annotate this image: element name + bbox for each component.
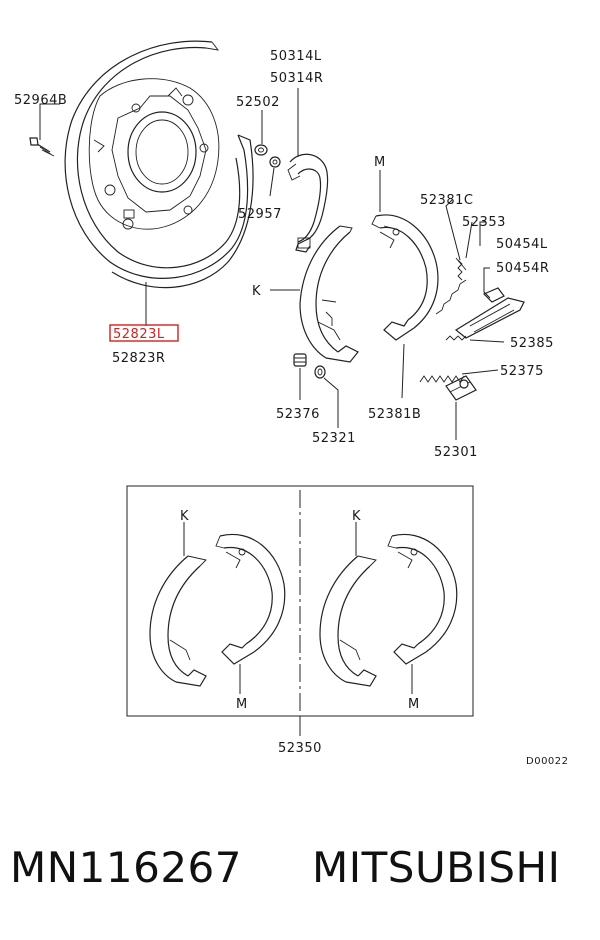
kit-shoe-K-right [319, 555, 377, 687]
label-52823L: 52823L [113, 327, 165, 342]
shoe-M-drawing [371, 214, 439, 341]
spring-52385 [445, 335, 467, 341]
label-52353: 52353 [462, 215, 506, 230]
label-M-kit-right: M [408, 697, 420, 712]
label-52964B: 52964B [14, 93, 67, 108]
pin-52376 [293, 353, 307, 367]
brand-name: MITSUBISHI [312, 843, 561, 892]
parking-lever-drawing [287, 153, 329, 253]
kit-shoe-M-right [387, 533, 458, 665]
highlight-box [109, 324, 179, 342]
part-number: MN116267 [10, 843, 242, 892]
spring-52381C [455, 257, 467, 281]
leader-lines [39, 88, 505, 440]
spring-52375 [419, 375, 465, 383]
backing-plate-drawing [64, 40, 254, 289]
adjuster-50454 [454, 287, 525, 339]
shoe-kit-box [126, 485, 474, 736]
label-K-kit-right: K [352, 509, 361, 524]
cup-52321 [314, 365, 326, 379]
label-52376: 52376 [276, 407, 320, 422]
label-52385: 52385 [510, 336, 554, 351]
label-50314R: 50314R [270, 71, 323, 86]
label-K-kit-left: K [180, 509, 189, 524]
label-50454L: 50454L [496, 237, 548, 252]
strut-52301 [445, 375, 477, 401]
brake-parts-diagram: 52964B 50314L 50314R 52502 52957 52823L … [14, 40, 569, 767]
bolt-52964B [29, 137, 55, 157]
label-52823R: 52823R [112, 351, 165, 366]
label-52381C: 52381C [420, 193, 473, 208]
washer-52502 [254, 144, 268, 156]
product-footer: MN116267 MITSUBISHI [0, 838, 600, 898]
kit-shoe-K-left [149, 555, 207, 687]
label-52502: 52502 [236, 95, 280, 110]
label-52350: 52350 [278, 741, 322, 756]
shoe-K-drawing [299, 225, 359, 363]
label-50314L: 50314L [270, 49, 322, 64]
spring-52381B [435, 279, 467, 315]
clip-52957 [269, 156, 281, 168]
label-K-shoe: K [252, 284, 261, 299]
label-M-kit-left: M [236, 697, 248, 712]
label-M-shoe: M [374, 155, 386, 170]
label-52301: 52301 [434, 445, 478, 460]
label-52381B: 52381B [368, 407, 421, 422]
label-52321: 52321 [312, 431, 356, 446]
highlighted-part-52823L[interactable]: 52823L [109, 324, 179, 342]
diagram-id: D00022 [526, 756, 569, 767]
kit-shoe-M-left [215, 533, 286, 665]
label-52375: 52375 [500, 364, 544, 379]
label-52957: 52957 [238, 207, 282, 222]
label-50454R: 50454R [496, 261, 549, 276]
